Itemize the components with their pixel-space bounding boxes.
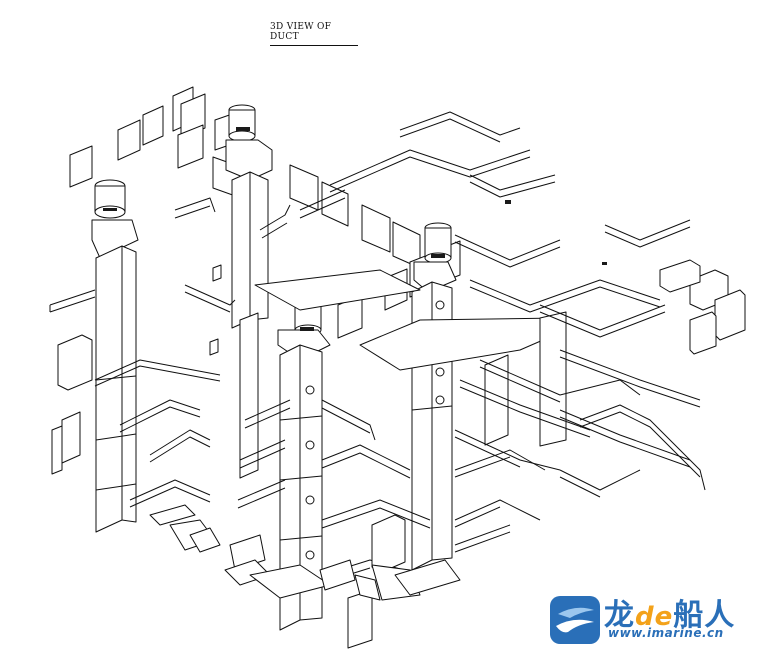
bottom-units [319,514,461,649]
watermark-logo: 龙de船人 www.imarine.cn [548,590,748,654]
right-shaft [411,222,457,571]
dark-details [103,127,607,331]
grille-panel [117,119,141,161]
grille-small [209,338,219,356]
grille-panel [69,145,93,188]
grille-panel [289,164,319,211]
boat-logo-icon [550,596,600,644]
middle-shaft [225,104,273,479]
grille-small [212,264,222,282]
main-trunk-duct [254,269,567,447]
grille-panel [177,124,204,169]
grille-panel [142,105,164,146]
drawing-title: 3D VIEW OF DUCT [270,22,358,46]
watermark-brand: 龙de船人 [604,598,736,633]
grille-panel [321,181,349,227]
left-shaft [51,179,139,533]
grille-panel [361,204,391,253]
watermark-url: www.imarine.cn [608,626,724,640]
bottom-fittings [149,504,331,599]
fan-units-right [659,259,746,355]
